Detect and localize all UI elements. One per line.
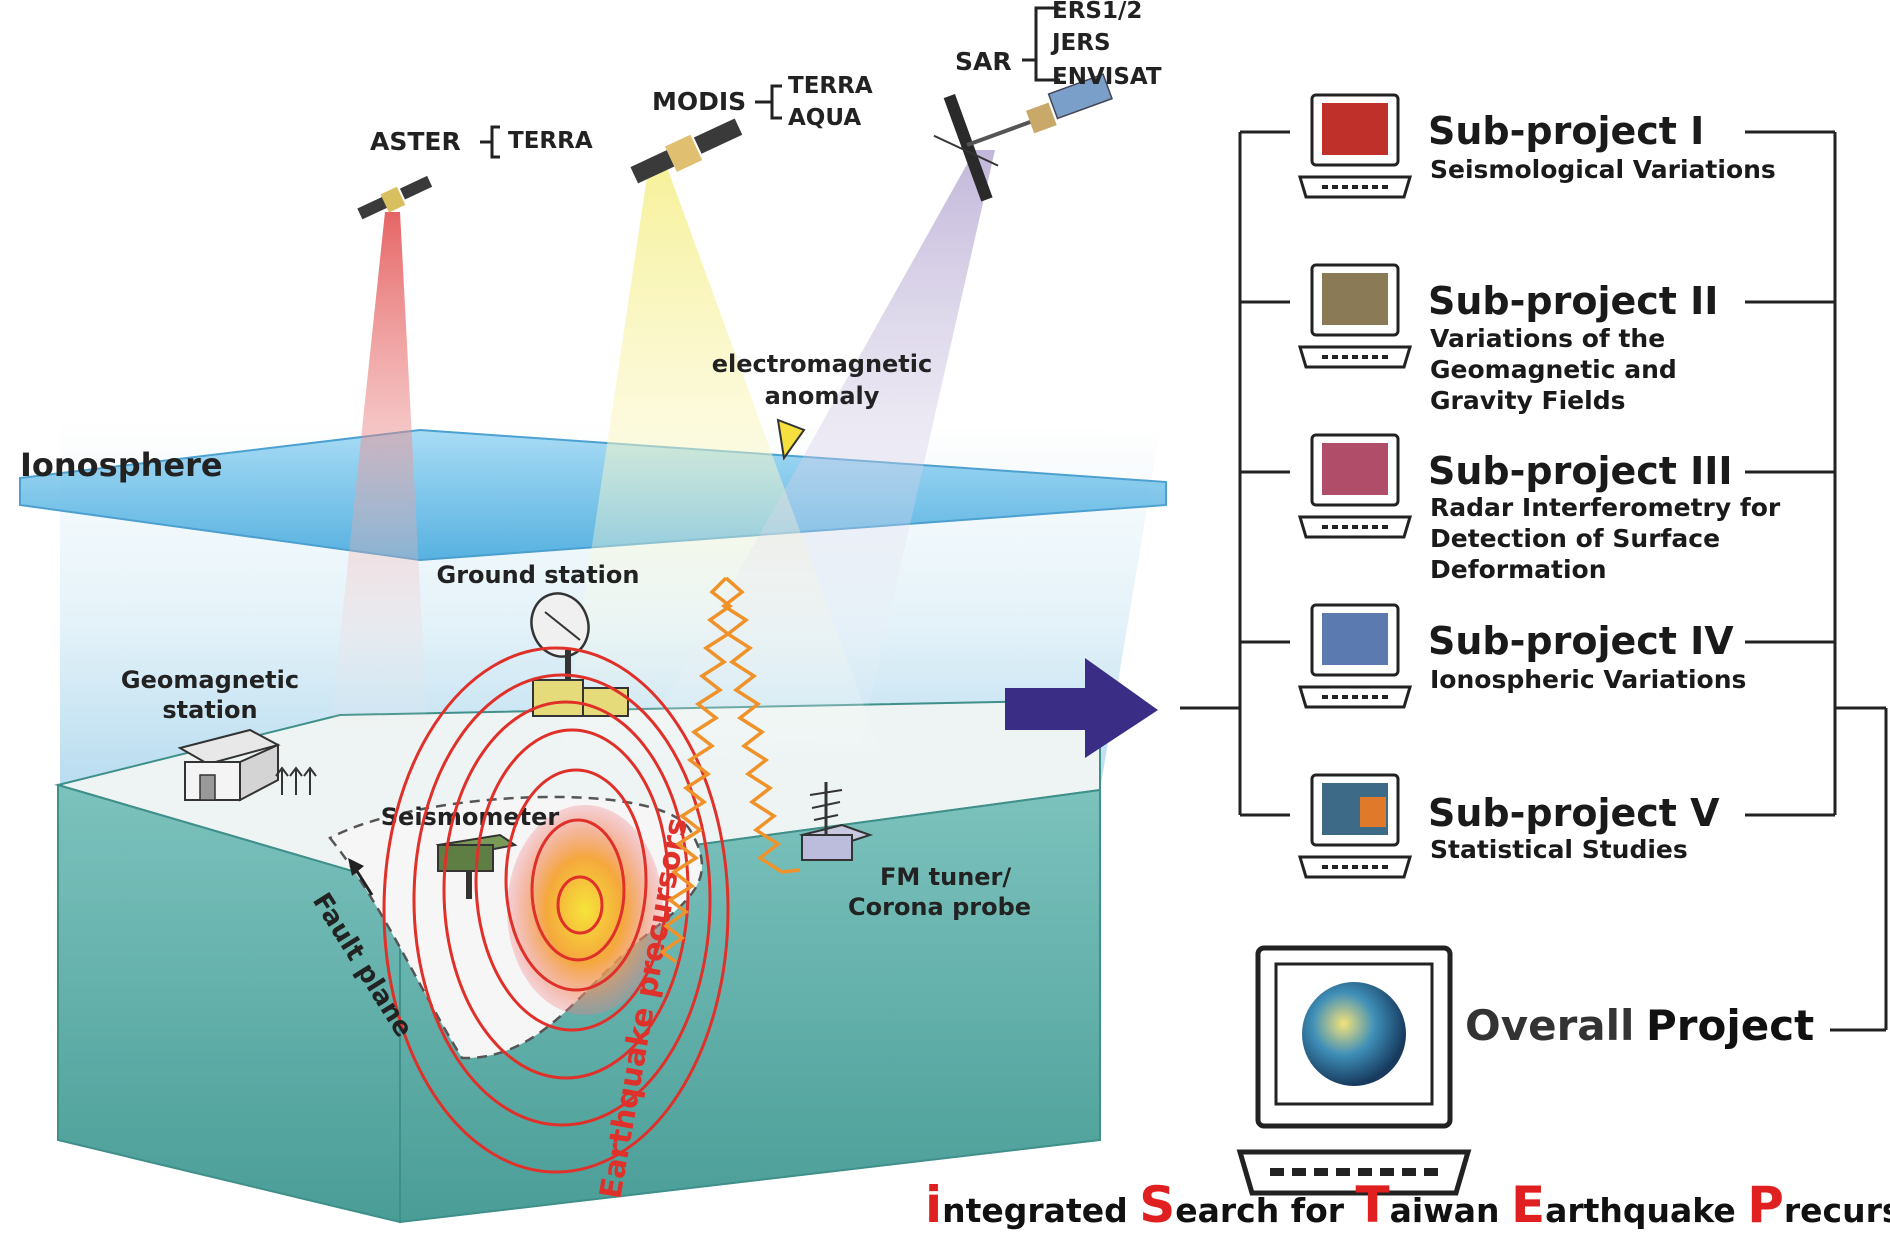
sar-platform-envisat: ENVISAT — [1052, 64, 1162, 90]
subproject-2-computer-icon — [1297, 263, 1413, 369]
modis-satellite-icon — [630, 118, 743, 184]
geomagnetic-station-label-line2: station — [162, 696, 257, 724]
em-wave-left — [658, 576, 733, 964]
aster-label-group: ASTER TERRA — [370, 125, 593, 159]
subproject-3-computer-icon — [1297, 433, 1413, 539]
subproject-3-desc-line3: Deformation — [1430, 555, 1607, 584]
acronym-initial-e: E — [1511, 1176, 1545, 1233]
big-right-arrow-icon — [1005, 658, 1158, 758]
acronym-initial-i: i — [925, 1176, 942, 1233]
overall-project-word1: Overall — [1465, 1001, 1634, 1050]
subproject-5-title: Sub-project V — [1428, 791, 1720, 835]
aster-label: ASTER — [370, 127, 461, 156]
subproject-1-title: Sub-project I — [1428, 109, 1704, 153]
modis-bracket — [755, 84, 782, 120]
sar-label: SAR — [955, 47, 1012, 76]
subproject-2-desc-line1: Variations of the — [1430, 324, 1665, 353]
ionosphere-label: Ionosphere — [20, 446, 223, 484]
subproject-5: Sub-project V Statistical Studies — [1428, 791, 1720, 864]
sar-bracket — [1022, 6, 1060, 82]
subproject-5-desc-line1: Statistical Studies — [1430, 835, 1688, 864]
acronym-rest-2: earch for — [1175, 1191, 1355, 1230]
em-anomaly-pointer-icon — [776, 418, 806, 461]
em-anomaly-label-line2: anomaly — [765, 382, 880, 410]
em-anomaly-label-line1: electromagnetic — [712, 350, 932, 378]
subproject-2-desc-line2: Geomagnetic and — [1430, 355, 1677, 384]
acronym-rest-5: recursors — [1784, 1191, 1890, 1230]
aster-satellite-icon — [357, 175, 433, 220]
subproject-3-desc-line2: Detection of Surface — [1430, 524, 1720, 553]
subproject-4: Sub-project IV Ionospheric Variations — [1428, 619, 1746, 694]
overall-project-word2: Project — [1646, 1001, 1814, 1050]
subproject-1: Sub-project I Seismological Variations — [1428, 109, 1776, 184]
aster-bracket — [480, 125, 500, 159]
seismometer-label: Seismometer — [381, 803, 560, 831]
fm-tuner-label-line2: Corona probe — [848, 893, 1031, 921]
em-wave-right — [720, 576, 801, 874]
subproject-2-title: Sub-project II — [1428, 279, 1718, 323]
subproject-1-computer-icon — [1297, 93, 1413, 199]
geomagnetic-station-label-line1: Geomagnetic — [121, 666, 299, 694]
subproject-3: Sub-project III Radar Interferometry for… — [1428, 449, 1781, 584]
acronym-initial-p: P — [1747, 1176, 1784, 1233]
sar-label-group: SAR ERS1/2 JERS ENVISAT — [955, 0, 1162, 90]
subproject-2: Sub-project II Variations of the Geomagn… — [1428, 279, 1718, 415]
fm-tuner-label-line1: FM tuner/ — [880, 863, 1011, 891]
sar-platform-jers: JERS — [1050, 30, 1111, 56]
subproject-1-desc-line1: Seismological Variations — [1430, 155, 1776, 184]
geomagnetic-station-icon — [177, 728, 317, 802]
modis-platform-aqua: AQUA — [788, 105, 861, 131]
modis-label: MODIS — [652, 87, 746, 116]
modis-platform-terra: TERRA — [788, 73, 873, 99]
acronym-rest-4: arthquake — [1545, 1191, 1747, 1230]
subproject-5-computer-icon — [1297, 773, 1413, 879]
acronym-initial-t: T — [1356, 1176, 1390, 1233]
acronym-initial-s: S — [1139, 1176, 1175, 1233]
subproject-4-title: Sub-project IV — [1428, 619, 1734, 663]
acronym-rest-3: aiwan — [1390, 1191, 1511, 1230]
overall-project-computer-icon — [1236, 945, 1472, 1196]
subproject-2-desc-line3: Gravity Fields — [1430, 386, 1625, 415]
ground-station-icon — [530, 592, 629, 717]
sar-platform-ers: ERS1/2 — [1052, 0, 1142, 24]
acronym-line: integrated Search for Taiwan Earthquake … — [925, 1176, 1890, 1233]
subproject-3-desc-line1: Radar Interferometry for — [1430, 493, 1781, 522]
precursor-contours — [382, 646, 730, 1174]
subproject-4-computer-icon — [1297, 603, 1413, 709]
ground-station-label: Ground station — [437, 561, 640, 589]
acronym-rest-1: ntegrated — [942, 1191, 1139, 1230]
connector-tree — [1180, 130, 1888, 1032]
fm-tuner-icon — [799, 782, 874, 861]
subproject-3-title: Sub-project III — [1428, 449, 1733, 493]
aster-beam — [325, 212, 430, 780]
sar-satellite-icon — [933, 73, 1113, 202]
globe-icon — [1302, 982, 1406, 1086]
modis-label-group: MODIS TERRA AQUA — [652, 73, 873, 131]
aster-platform-terra: TERRA — [508, 128, 593, 154]
subproject-4-desc-line1: Ionospheric Variations — [1430, 665, 1746, 694]
fault-arrow-icon — [348, 858, 374, 896]
